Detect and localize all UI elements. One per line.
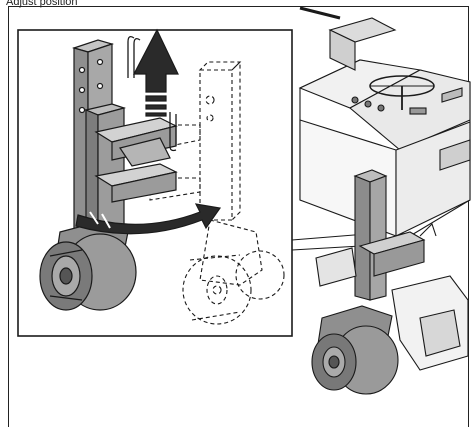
figure-frame [8,6,469,427]
detail-inset [17,28,293,337]
lift-arrow [133,28,179,117]
lock-pin [127,36,177,152]
swing-arrow [75,203,222,235]
machine-overview [298,6,471,395]
figure-caption: Adjust position [6,0,78,8]
caster-assembly [39,39,178,311]
